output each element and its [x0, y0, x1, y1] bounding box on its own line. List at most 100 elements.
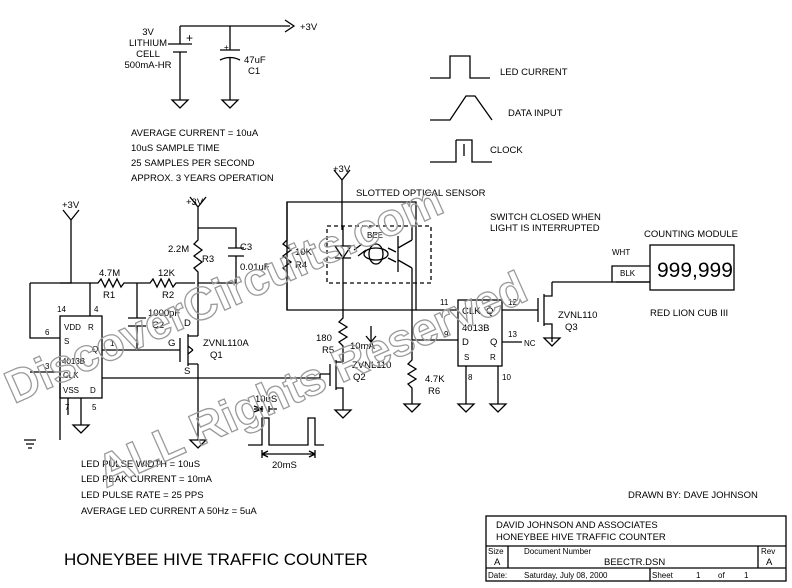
legend-led-current: LED CURRENT	[500, 67, 568, 78]
r6-ref: R6	[428, 386, 440, 397]
ic2-pin9: 9	[444, 330, 449, 339]
note-line: LED PULSE WIDTH = 10uS	[81, 459, 200, 470]
timing-diagram: 10uS 20mS	[248, 394, 324, 471]
tb-of-label: of	[718, 571, 725, 580]
drawn-by: DRAWN BY: DAVE JOHNSON	[628, 490, 758, 501]
r5-note: 10mA	[350, 341, 375, 352]
ic1-s: S	[64, 337, 69, 346]
timing-width: 10uS	[255, 394, 277, 405]
counter-display: 999,999	[657, 259, 733, 282]
ic1-vdd: VDD	[64, 323, 81, 332]
timing-period: 20mS	[272, 460, 297, 471]
sensor-housing	[326, 225, 432, 284]
sensor-vcc: +3V	[333, 164, 351, 175]
battery-voltage: 3V	[142, 27, 154, 38]
tb-project: HONEYBEE HIVE TRAFFIC COUNTER	[496, 532, 666, 543]
tb-company: DAVID JOHNSON AND ASSOCIATES	[496, 520, 658, 531]
r1-value: 4.7M	[99, 268, 120, 279]
ic1-clk: CLK	[63, 371, 79, 380]
counter-title: COUNTING MODULE	[644, 229, 738, 240]
c3-ref: C3	[240, 242, 252, 253]
ic2-r: R	[490, 353, 496, 362]
bee-symbol	[368, 243, 384, 265]
q1-type: ZVNL110A	[203, 338, 249, 349]
q1-vcc: +3V	[186, 197, 204, 208]
ic1-r: R	[88, 323, 94, 332]
q1-network: 4.7M R1 12K R2 1000pF C2 +3V 2.2M R3 C3 …	[90, 196, 321, 449]
ic2-pin8: 8	[468, 373, 473, 382]
waveform-legend: LED CURRENT DATA INPUT CLOCK	[430, 55, 568, 163]
ic1-pin6: 6	[45, 328, 50, 337]
legend-clock: CLOCK	[490, 145, 523, 156]
ic2-clk: CLK	[462, 306, 481, 317]
ic2-d: D	[462, 337, 469, 348]
led-driver: 180 R5 10mA ZVNL110 Q2 4.7K R6	[316, 283, 445, 419]
legend-data-input: DATA INPUT	[508, 108, 563, 119]
optical-sensor: +3V SLOTTED OPTICAL SENSOR BEE SWITCH CL…	[281, 164, 601, 311]
ic1-vcc: +3V	[62, 200, 80, 211]
ic1-pin1: 1	[110, 339, 115, 348]
tb-rev: A	[766, 557, 773, 568]
ic1-q: Q	[92, 345, 98, 354]
ic2-name: 4013B	[462, 323, 489, 334]
c1-ref: C1	[248, 66, 260, 77]
r4-value: 10K	[295, 247, 313, 258]
note-line: LED PULSE RATE = 25 PPS	[81, 490, 204, 501]
tb-docnum-label: Document Number	[524, 547, 591, 556]
spec-line: 10uS SAMPLE TIME	[131, 143, 220, 154]
sensor-bee: BEE	[367, 231, 383, 240]
ic2-body	[457, 299, 503, 367]
sensor-title: SLOTTED OPTICAL SENSOR	[356, 188, 486, 199]
spec-line: 25 SAMPLES PER SECOND	[131, 158, 255, 169]
r6-value: 4.7K	[425, 374, 445, 385]
r1-ref: R1	[103, 290, 115, 301]
tb-docnum: BEECTR.DSN	[604, 557, 665, 568]
q2-ref: Q2	[353, 372, 366, 383]
spec-line: AVERAGE CURRENT = 10uA	[131, 128, 259, 139]
note-line: LED PEAK CURRENT = 10mA	[81, 474, 213, 485]
counter-blk: BLK	[620, 269, 636, 278]
counting-module: COUNTING MODULE 999,999 WHT BLK RED LION…	[552, 229, 738, 319]
battery-form: CELL	[136, 49, 160, 60]
tb-of: 1	[744, 571, 749, 580]
ic2-pin13: 13	[508, 330, 517, 339]
main-title: HONEYBEE HIVE TRAFFIC COUNTER	[64, 550, 368, 569]
ic2-pin12: 12	[508, 298, 517, 307]
tb-size-label: Size	[488, 547, 504, 556]
led-notes: LED PULSE WIDTH = 10uS LED PEAK CURRENT …	[81, 459, 257, 517]
q1-ref: Q1	[210, 350, 223, 361]
r4-ref: R4	[295, 260, 307, 271]
c2-ref: C2	[152, 320, 164, 331]
note-line: AVERAGE LED CURRENT A 50Hz = 5uA	[81, 506, 257, 517]
c3-value: 0.01uF	[240, 262, 270, 273]
ic1-pin5: 5	[92, 403, 97, 412]
ic1-name: 4013B	[62, 357, 85, 366]
r2-value: 12K	[158, 268, 176, 279]
spec-notes: AVERAGE CURRENT = 10uA 10uS SAMPLE TIME …	[131, 128, 274, 184]
tb-sheet: 1	[696, 571, 701, 580]
battery-type: LITHIUM	[129, 38, 167, 49]
rail-label: +3V	[300, 22, 318, 33]
r2-ref: R2	[162, 290, 174, 301]
ic1-pin14: 14	[57, 305, 66, 314]
r5-ref: R5	[322, 345, 334, 356]
ic2-q: Q	[490, 337, 497, 348]
tb-date-label: Date:	[488, 571, 507, 580]
ic1-vss: VSS	[63, 386, 79, 395]
ic2-nc: NC	[524, 339, 536, 348]
q2-type: ZVNL110	[352, 360, 391, 371]
tb-size: A	[494, 557, 501, 568]
ic1-d: D	[90, 386, 96, 395]
q1-source: S	[184, 366, 190, 377]
ic2-section: CLK Q̄ 4013B D Q S R 11 12 9 13 NC 8 10 …	[412, 282, 597, 413]
counter-box	[649, 244, 735, 291]
ic1-pin3: 3	[45, 362, 50, 371]
tb-rev-label: Rev	[761, 547, 775, 556]
r5-value: 180	[316, 333, 332, 344]
ic2-pin11: 11	[440, 298, 449, 307]
ic2-s: S	[464, 353, 469, 362]
sensor-note-1: SWITCH CLOSED WHEN	[490, 212, 601, 223]
ic2-pin10: 10	[502, 373, 511, 382]
sensor-note-2: LIGHT IS INTERRUPTED	[490, 223, 600, 234]
